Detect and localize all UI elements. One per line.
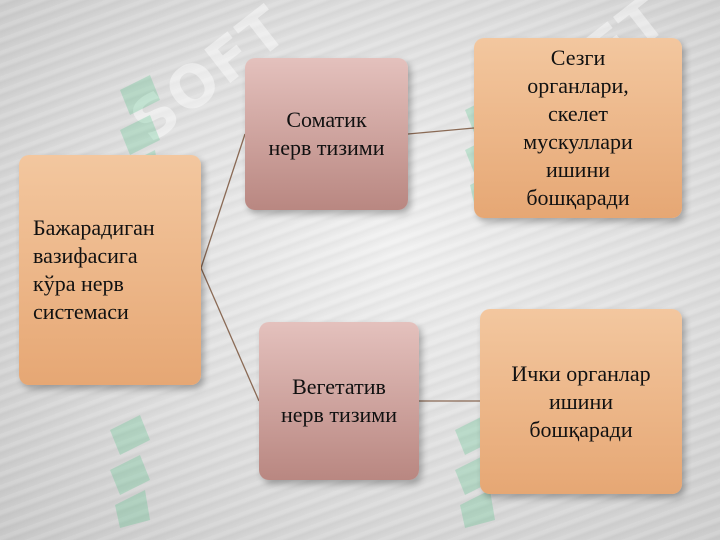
connector-root-somatic xyxy=(200,133,246,269)
vegetative-node: Вегетатив нерв тизими xyxy=(259,322,419,480)
somatic-description-node: Сезги органлари, скелет мускуллари ишини… xyxy=(474,38,682,218)
somatic-node: Соматик нерв тизими xyxy=(245,58,408,210)
vegetative-description-node: Ички органлар ишини бошқаради xyxy=(480,309,682,494)
connector-root-vegetative xyxy=(200,267,260,402)
somatic-description-label: Сезги органлари, скелет мускуллари ишини… xyxy=(523,45,633,210)
vegetative-description-label: Ички органлар ишини бошқаради xyxy=(511,360,651,442)
connector-somatic-desc xyxy=(407,127,475,135)
root-node-label: Бажарадиган вазифасига кўра нерв система… xyxy=(33,215,155,324)
root-node: Бажарадиган вазифасига кўра нерв система… xyxy=(19,155,201,385)
somatic-node-label: Соматик нерв тизими xyxy=(268,107,385,160)
vegetative-node-label: Вегетатив нерв тизими xyxy=(281,374,397,427)
